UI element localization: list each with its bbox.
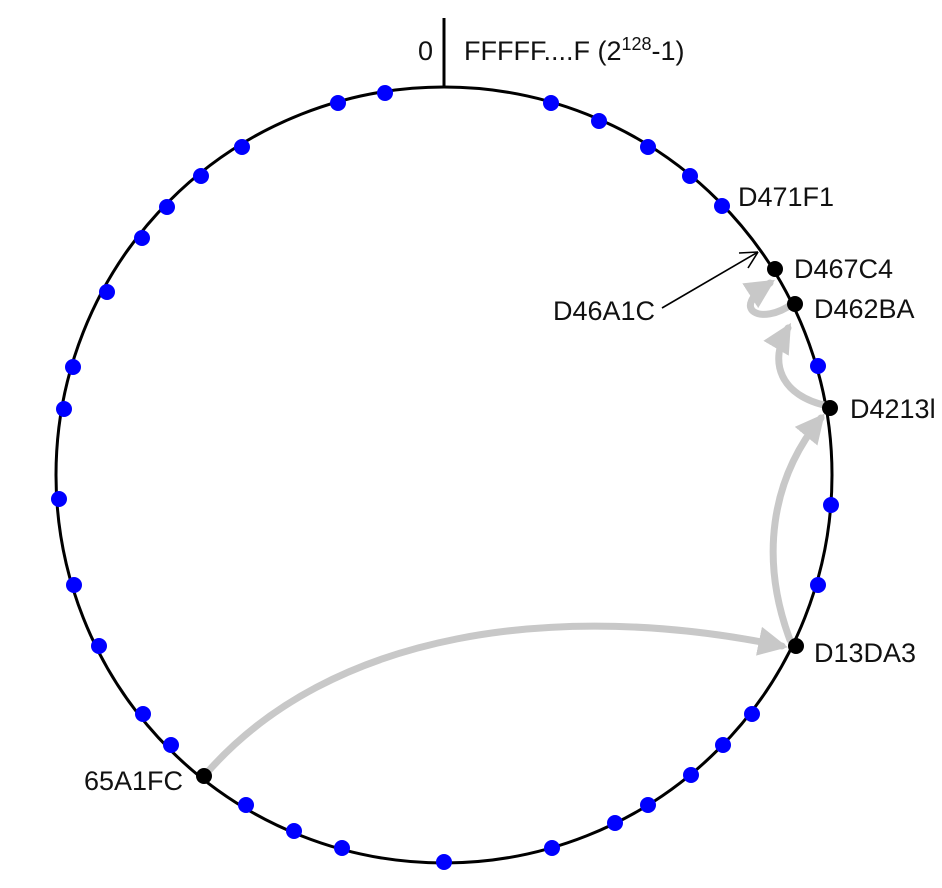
peer-dot (640, 139, 656, 155)
lookup-key-label: D46A1C (553, 296, 655, 326)
peer-dot (330, 95, 346, 111)
peer-dot (163, 737, 179, 753)
node-d13da3-label: D13DA3 (814, 638, 916, 668)
node-d4213-dot (822, 400, 838, 416)
peer-dot (99, 284, 115, 300)
peer-dot (810, 358, 826, 374)
peer-dot (65, 359, 81, 375)
peer-dot (51, 491, 67, 507)
peer-dot (607, 815, 623, 831)
node-d462ba-dot (787, 296, 803, 312)
lookup-key-pointer-line (661, 251, 759, 309)
node-d462ba-label: D462BA (814, 294, 915, 324)
node-d467c4-dot (767, 261, 783, 277)
peer-dot (810, 577, 826, 593)
peer-dot (91, 638, 107, 654)
peer-dot (744, 706, 760, 722)
lookup-key-pointer (661, 251, 759, 309)
node-d471f1-label: D471F1 (738, 182, 834, 212)
peer-dot (823, 497, 839, 513)
peer-dot (234, 139, 250, 155)
lookup-key-pointer-head-b (747, 251, 759, 269)
peer-dot (640, 797, 656, 813)
peer-dot (56, 401, 72, 417)
peer-dot (193, 168, 209, 184)
route-hop-4 (742, 279, 796, 318)
route-hop-1 (201, 622, 788, 779)
max-id-suffix: -1) (652, 36, 685, 66)
peer-dots (51, 85, 839, 870)
peer-dot (238, 797, 254, 813)
highlighted-nodes (196, 261, 838, 784)
route-hop-2 (769, 413, 825, 644)
peer-dot (135, 706, 151, 722)
peer-dot (714, 198, 730, 214)
zero-label: 0 (418, 36, 433, 66)
node-d4213-label: D4213l (850, 394, 936, 424)
peer-dot (543, 95, 559, 111)
node-d13da3-dot (788, 638, 804, 654)
routing-path (201, 279, 832, 779)
node-65a1fc-dot (196, 768, 212, 784)
peer-dot (683, 767, 699, 783)
peer-dot (436, 854, 452, 870)
peer-dot (334, 840, 350, 856)
max-id-prefix: FFFFF....F (2 (464, 36, 621, 66)
peer-dot (377, 85, 393, 101)
node-d467c4-label: D467C4 (794, 254, 893, 284)
peer-dot (66, 577, 82, 593)
max-id-label: FFFFF....F (2128-1) (464, 34, 685, 66)
route-hop-3 (763, 322, 832, 410)
peer-dot (591, 113, 607, 129)
peer-dot (544, 840, 560, 856)
peer-dot (286, 823, 302, 839)
peer-dot (134, 230, 150, 246)
peer-dot (715, 737, 731, 753)
lookup-key-pointer-head-a (738, 251, 759, 254)
peer-dot (159, 199, 175, 215)
max-id-exponent: 128 (621, 34, 651, 54)
peer-dot (682, 168, 698, 184)
node-65a1fc-label: 65A1FC (84, 766, 183, 796)
